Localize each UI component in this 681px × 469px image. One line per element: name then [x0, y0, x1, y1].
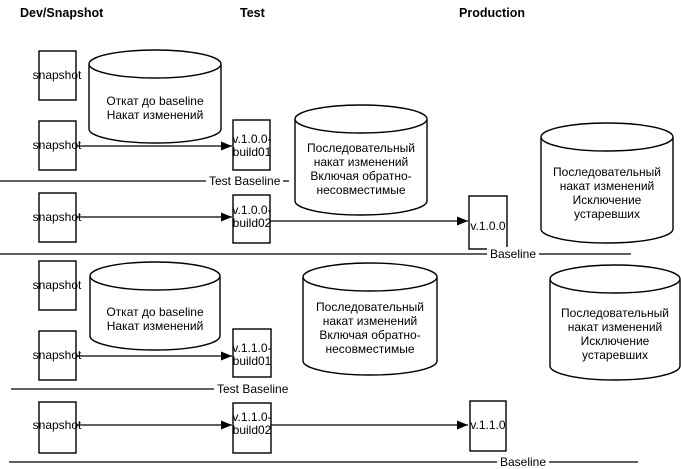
test-cylinder-line3: Включая обратно-: [310, 169, 412, 183]
dev-cylinder-text-v110: Откат до baseline Накат изменений: [90, 305, 220, 333]
dev-cylinder-line2: Накат изменений: [106, 108, 204, 122]
test-cylinder-line2: накат изменений: [322, 314, 418, 328]
snapshot-label: snapshot: [32, 278, 82, 292]
snapshot-box-2: [38, 120, 77, 171]
build-label-v100-build01: v.1.0.0- build01: [214, 133, 290, 159]
test-database-cylinder-v100: [294, 104, 428, 216]
release-label-v110: v.1.1.0: [470, 418, 506, 432]
build-box-v110-build02: [232, 402, 272, 454]
build-number-line: build01: [232, 145, 272, 159]
build-version-line: v.1.1.0-: [232, 341, 272, 355]
test-database-cylinder-v110: [302, 262, 438, 376]
prod-cylinder-line3: Исключение: [572, 193, 642, 207]
release-box-v100: [468, 195, 508, 250]
dev-database-cylinder-v100: [88, 49, 222, 144]
snapshot-box-3: [38, 192, 77, 243]
test-cylinder-text-v110: Последовательный накат изменений Включая…: [303, 300, 437, 356]
test-cylinder-line2: накат изменений: [313, 155, 409, 169]
prod-cylinder-line1: Последовательный: [561, 306, 669, 320]
prod-cylinder-text-v100: Последовательный накат изменений Исключе…: [541, 165, 673, 221]
column-header-production: Production: [459, 6, 525, 20]
prod-database-cylinder-v100: [540, 122, 674, 244]
build-number-line: build01: [232, 354, 272, 368]
prod-cylinder-line2: накат изменений: [567, 320, 663, 334]
test-cylinder-text-v100: Последовательный накат изменений Включая…: [295, 141, 427, 197]
snapshot-box-4: [38, 260, 77, 311]
snapshot-label: snapshot: [32, 138, 82, 152]
snapshot-label: snapshot: [32, 68, 82, 82]
baseline-label-v100: Baseline: [487, 247, 540, 261]
dev-database-cylinder-v110: [89, 261, 221, 351]
prod-cylinder-line4: устаревших: [574, 207, 640, 221]
test-cylinder-line1: Последовательный: [307, 141, 415, 155]
test-cylinder-line4: несовместимые: [325, 342, 415, 356]
baseline-label-v110: Baseline: [497, 455, 550, 469]
test-cylinder-line1: Последовательный: [316, 300, 424, 314]
prod-cylinder-line3: Исключение: [580, 334, 650, 348]
build-box-v100-build02: [232, 194, 271, 244]
prod-database-cylinder-v110: [549, 264, 681, 381]
dev-cylinder-text-v100: Откат до baseline Накат изменений: [89, 94, 221, 122]
snapshot-label: snapshot: [32, 418, 82, 432]
snapshot-box-6: [38, 401, 77, 454]
column-header-test: Test: [240, 6, 265, 20]
snapshot-box-5: [38, 330, 77, 381]
prod-cylinder-line1: Последовательный: [553, 165, 661, 179]
dev-cylinder-line2: Накат изменений: [106, 319, 204, 333]
build-version-line: v.1.1.0-: [232, 410, 272, 424]
build-label-v110-build01: v.1.1.0- build01: [214, 342, 290, 368]
build-version-line: v.1.0.0-: [232, 203, 272, 217]
release-label-v100: v.1.0.0: [470, 219, 506, 233]
build-number-line: build02: [232, 216, 272, 230]
test-baseline-label-v100: Test Baseline: [206, 174, 284, 188]
build-box-v100-build01: [232, 119, 271, 171]
build-number-line: build02: [232, 423, 272, 437]
snapshot-label: snapshot: [32, 210, 82, 224]
build-version-line: v.1.0.0-: [232, 132, 272, 146]
prod-cylinder-line4: устаревших: [582, 348, 648, 362]
test-cylinder-line3: Включая обратно-: [319, 328, 421, 342]
build-box-v110-build01: [232, 328, 272, 378]
snapshot-box-1: [38, 50, 77, 101]
release-box-v110: [469, 400, 507, 452]
test-cylinder-line4: несовместимые: [316, 183, 406, 197]
build-label-v110-build02: v.1.1.0- build02: [214, 411, 290, 437]
column-header-dev: Dev/Snapshot: [20, 6, 104, 20]
prod-cylinder-line2: накат изменений: [559, 179, 655, 193]
prod-cylinder-text-v110: Последовательный накат изменений Исключе…: [550, 306, 680, 362]
test-baseline-label-v110: Test Baseline: [214, 382, 292, 396]
dev-cylinder-line1: Откат до baseline: [106, 305, 204, 319]
dev-cylinder-line1: Откат до baseline: [106, 94, 204, 108]
build-label-v100-build02: v.1.0.0- build02: [214, 204, 290, 230]
snapshot-label: snapshot: [32, 348, 82, 362]
